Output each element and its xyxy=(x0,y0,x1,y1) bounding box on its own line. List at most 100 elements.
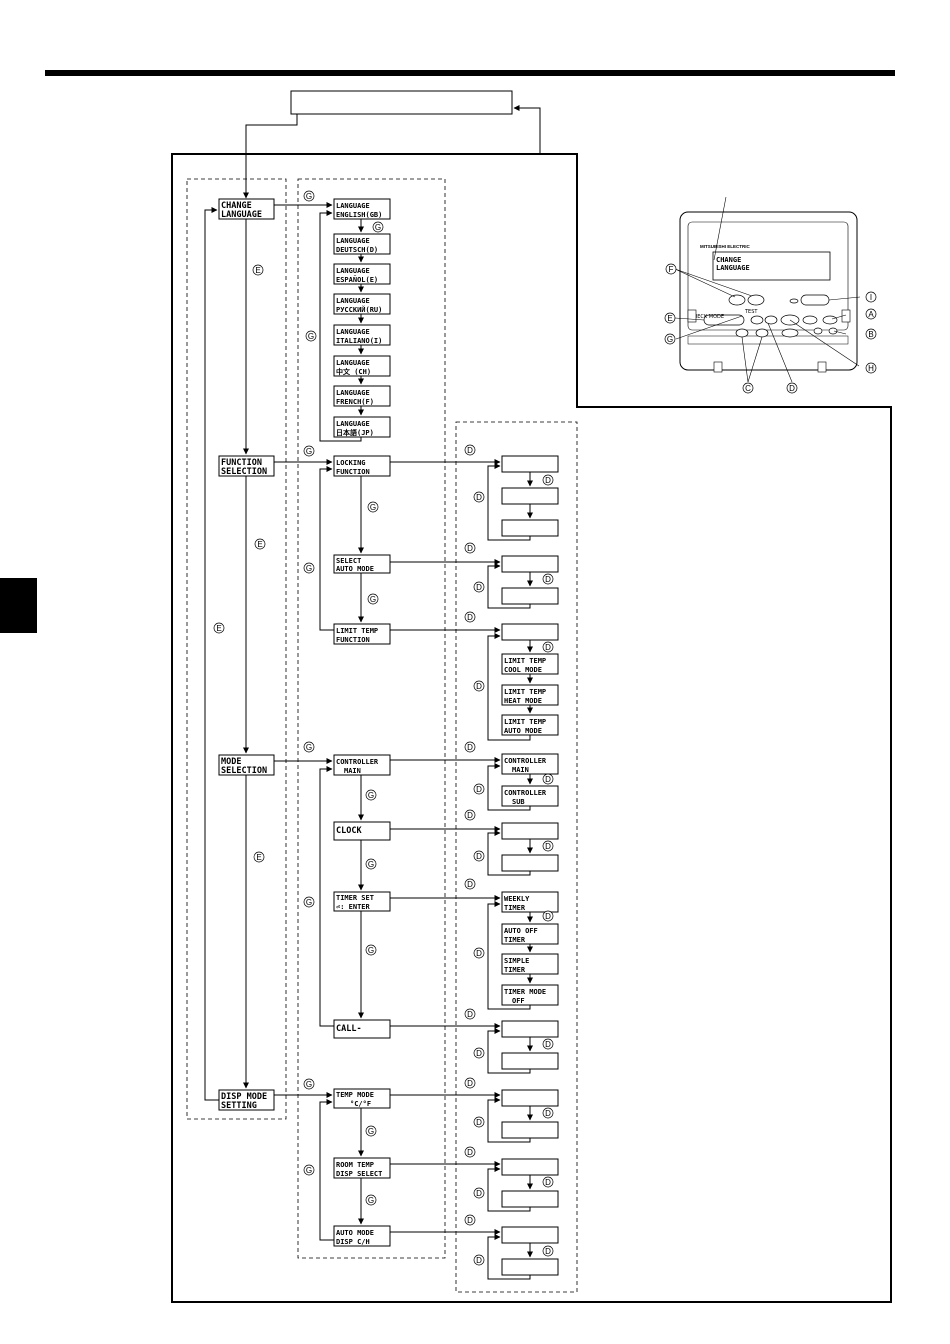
svg-text:E: E xyxy=(216,624,221,633)
svg-text:D: D xyxy=(545,643,551,652)
svg-text:G: G xyxy=(368,791,374,800)
marker-d: D xyxy=(464,878,476,890)
svg-text:G: G xyxy=(368,1196,374,1205)
dash-group-settings xyxy=(455,421,578,1293)
marker-e: E xyxy=(252,264,264,276)
svg-text:D: D xyxy=(467,1079,473,1088)
enter-button xyxy=(828,327,838,335)
marker-d: D xyxy=(473,947,485,959)
svg-text:H: H xyxy=(868,364,874,373)
svg-text:D: D xyxy=(467,1148,473,1157)
marker-g: G xyxy=(367,593,379,605)
svg-text:TIMER: TIMER xyxy=(504,936,526,944)
menu-mode-selection: MODE SELECTION xyxy=(218,754,275,776)
svg-text:G: G xyxy=(370,503,376,512)
svg-text:中文 (CH): 中文 (CH) xyxy=(336,367,371,376)
svg-text:LANGUAGE: LANGUAGE xyxy=(336,237,370,245)
svg-text:OFF: OFF xyxy=(512,997,525,1005)
marker-d: D xyxy=(473,581,485,593)
svg-text:WEEKLY: WEEKLY xyxy=(504,895,530,903)
svg-text:ITALIANO(I): ITALIANO(I) xyxy=(336,337,382,345)
exit-line xyxy=(513,105,541,154)
svg-text:E: E xyxy=(667,314,672,323)
marker-d: D xyxy=(473,783,485,795)
svg-text:D: D xyxy=(467,1010,473,1019)
svg-text:SETTING: SETTING xyxy=(221,1101,257,1111)
svg-text:G: G xyxy=(306,1166,312,1175)
louver-button xyxy=(802,315,818,325)
marker-d: D xyxy=(464,1146,476,1158)
menu-disp-mode-setting: DISP MODE SETTING xyxy=(218,1089,275,1111)
svg-text:MODE: MODE xyxy=(221,757,241,767)
svg-text:D: D xyxy=(467,1216,473,1225)
svg-text:D: D xyxy=(476,1189,482,1198)
svg-text:G: G xyxy=(368,946,374,955)
svg-text:ROOM TEMP: ROOM TEMP xyxy=(336,1161,374,1169)
setting-clock xyxy=(487,822,559,876)
svg-text:AUTO MODE: AUTO MODE xyxy=(336,565,374,573)
marker-d: D xyxy=(542,773,554,785)
svg-text:LANGUAGE: LANGUAGE xyxy=(336,389,370,397)
svg-text:D: D xyxy=(476,1256,482,1265)
remote-marker-f: F xyxy=(665,263,677,275)
side-tab xyxy=(0,578,37,633)
svg-text:TEST: TEST xyxy=(744,309,758,315)
marker-d: D xyxy=(542,1176,554,1188)
svg-text:LIMIT TEMP: LIMIT TEMP xyxy=(336,627,378,635)
svg-text:CHECK MODE: CHECK MODE xyxy=(690,314,724,320)
svg-text:D: D xyxy=(545,1178,551,1187)
svg-text:D: D xyxy=(545,1109,551,1118)
marker-e: E xyxy=(253,851,265,863)
remote-marker-a: A xyxy=(865,308,877,320)
marker-d: D xyxy=(542,840,554,852)
menu-change-language: CHANGE LANGUAGE xyxy=(218,198,275,220)
svg-text:CALL-: CALL- xyxy=(336,1024,362,1034)
remote-controller: MITSUBISHI ELECTRIC CHANGE LANGUAGE CHEC… xyxy=(664,196,877,394)
marker-g: G xyxy=(303,741,315,753)
svg-text:D: D xyxy=(545,775,551,784)
items-to-settings-arrows xyxy=(390,459,501,1235)
svg-text:SELECTION: SELECTION xyxy=(221,467,267,477)
marker-d: D xyxy=(464,1214,476,1226)
svg-text:I: I xyxy=(870,293,872,302)
marker-d: D xyxy=(542,1107,554,1119)
marker-g: G xyxy=(303,562,315,574)
svg-text:CONTROLLER: CONTROLLER xyxy=(504,757,547,765)
svg-text:⏎: ENTER: ⏎: ENTER xyxy=(336,903,371,911)
ventilation-button xyxy=(781,328,799,338)
marker-d: D xyxy=(464,809,476,821)
svg-text:A: A xyxy=(868,310,874,319)
svg-text:D: D xyxy=(476,493,482,502)
marker-d: D xyxy=(464,1077,476,1089)
svg-text:G: G xyxy=(306,447,312,456)
svg-text:AUTO MODE: AUTO MODE xyxy=(336,1229,374,1237)
marker-g: G xyxy=(365,1125,377,1137)
svg-text:D: D xyxy=(545,842,551,851)
remote-lcd xyxy=(712,251,831,281)
remote-marker-e: E xyxy=(664,312,676,324)
marker-d: D xyxy=(473,1116,485,1128)
menu-to-items-arrows xyxy=(274,202,333,1098)
marker-d: D xyxy=(473,1187,485,1199)
svg-text:AUTO OFF: AUTO OFF xyxy=(504,927,538,935)
svg-text:G: G xyxy=(306,192,312,201)
marker-d: D xyxy=(542,474,554,486)
svg-text:SUB: SUB xyxy=(512,798,525,806)
svg-text:E: E xyxy=(257,540,262,549)
svg-text:D: D xyxy=(467,811,473,820)
svg-text:D: D xyxy=(545,912,551,921)
svg-text:LOCKING: LOCKING xyxy=(336,459,366,467)
marker-g: G xyxy=(303,1078,315,1090)
entry-line xyxy=(243,114,298,199)
marker-d: D xyxy=(542,641,554,653)
